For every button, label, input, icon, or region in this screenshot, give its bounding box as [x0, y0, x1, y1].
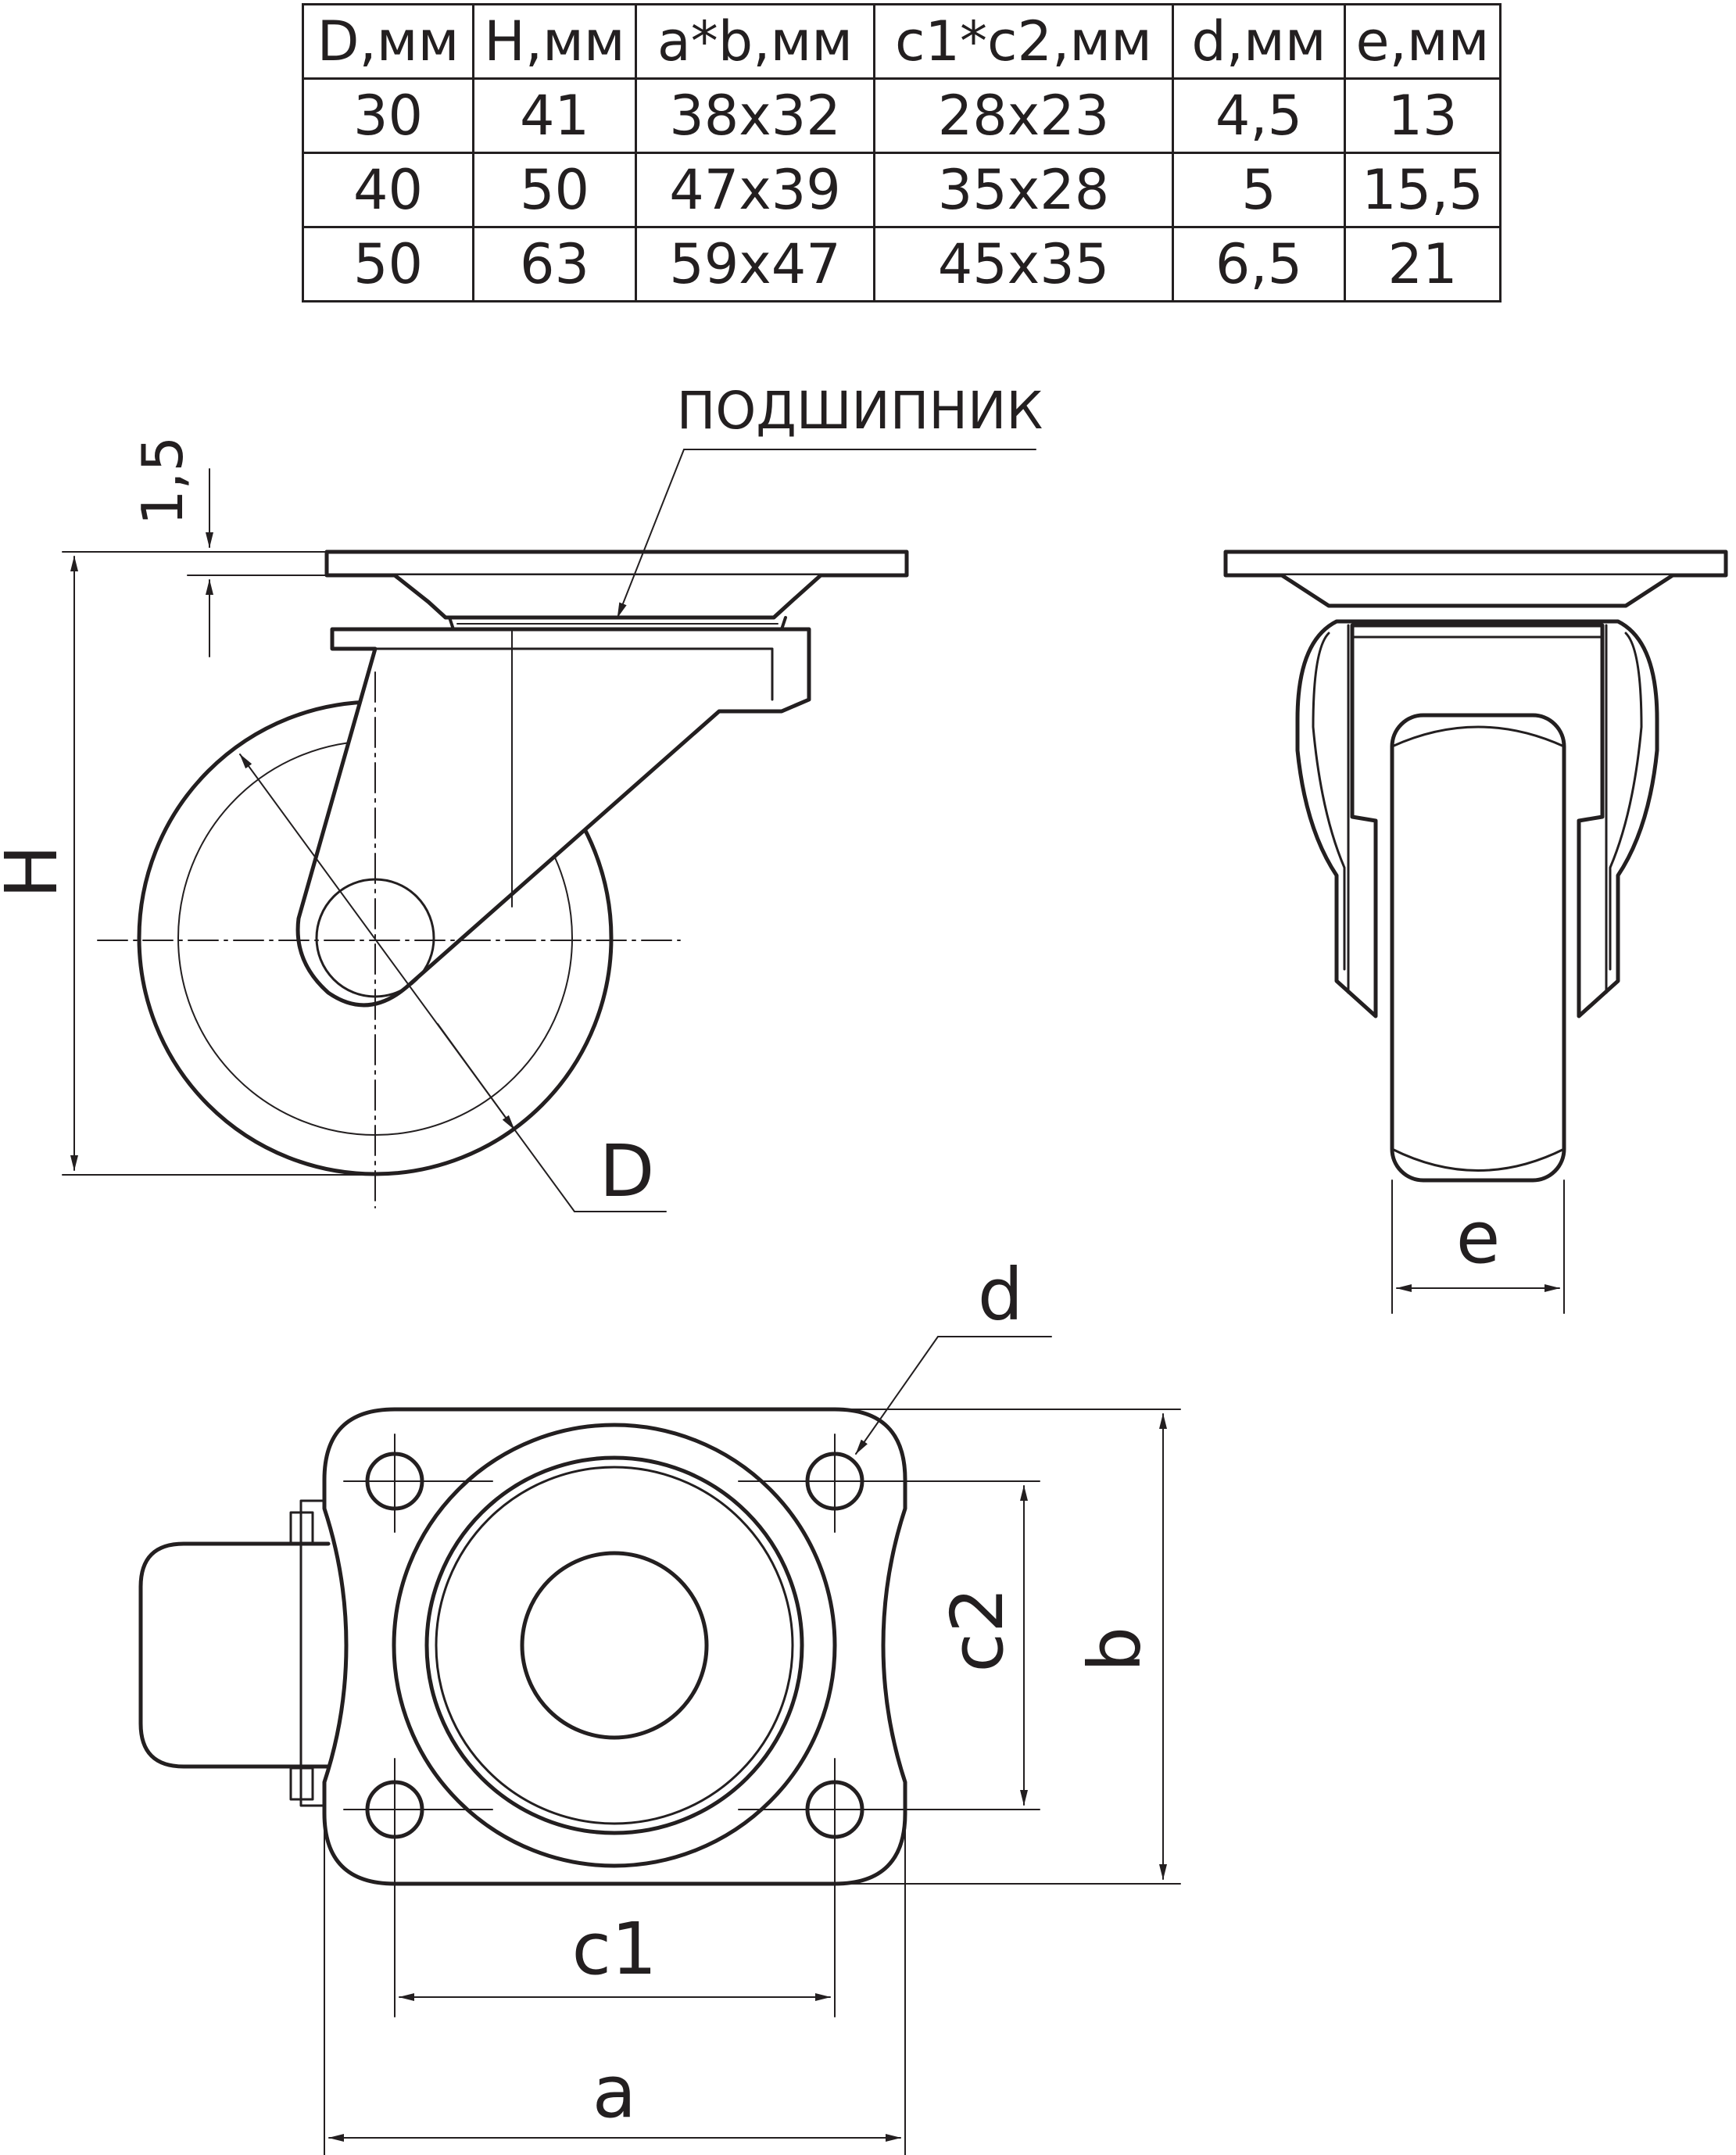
spec-table-header-row: D,мм H,мм a*b,мм c1*c2,мм d,мм e,мм [302, 3, 1502, 80]
height-label: H [0, 844, 73, 898]
table-cell: 6,5 [1172, 226, 1346, 302]
front-wheel-top-curve [1391, 725, 1566, 748]
front-fork-outer [1295, 619, 1659, 1018]
diameter-label: D [600, 1129, 655, 1213]
top-view [138, 1336, 1181, 2155]
bearing-label: ПОДШИПНИК [677, 381, 1043, 441]
hole-span-y-label: c2 [936, 1587, 1019, 1672]
top-fork-tab-upper [289, 1511, 314, 1545]
front-top-plate [1223, 549, 1728, 578]
housing-outer-ring [392, 1423, 837, 1868]
top-wheel [138, 1541, 331, 1769]
col-header-d-hole: d,мм [1172, 3, 1346, 80]
table-cell: 13 [1344, 77, 1502, 154]
table-cell: 50 [302, 226, 474, 302]
table-cell: 45x35 [873, 226, 1174, 302]
hole-span-x-label: c1 [571, 1907, 657, 1991]
spec-table: D,мм H,мм a*b,мм c1*c2,мм d,мм e,мм 30 4… [302, 3, 1502, 302]
table-cell: 50 [472, 152, 637, 228]
table-cell: 35x28 [873, 152, 1174, 228]
plate-b-label: b [1073, 1627, 1157, 1672]
col-header-d-diameter: D,мм [302, 3, 474, 80]
col-header-c1xc2: c1*c2,мм [873, 3, 1174, 80]
col-header-h: H,мм [472, 3, 637, 80]
fork-inner-edge [374, 647, 774, 701]
side-view [62, 449, 1036, 1212]
table-cell: 59x47 [635, 226, 875, 302]
diameter-dimension-line [239, 754, 575, 1212]
table-cell: 30 [302, 77, 474, 154]
hole-leader-diagonal [855, 1336, 939, 1455]
table-row: 30 41 38x32 28x23 4,5 13 [302, 77, 1502, 154]
bearing-leader-diagonal [617, 449, 685, 618]
plate-a-label: a [592, 2050, 636, 2134]
front-view [1223, 549, 1728, 1314]
table-cell: 28x23 [873, 77, 1174, 154]
front-wheel [1390, 713, 1566, 1183]
top-fork-bracket [299, 1499, 330, 1807]
front-fork-inner [1312, 632, 1643, 971]
table-cell: 41 [472, 77, 637, 154]
table-cell: 40 [302, 152, 474, 228]
col-header-axb: a*b,мм [635, 3, 875, 80]
table-cell: 63 [472, 226, 637, 302]
col-header-e: e,мм [1344, 3, 1502, 80]
top-plate [324, 549, 909, 578]
table-cell: 47x39 [635, 152, 875, 228]
front-swivel-housing [1280, 573, 1675, 608]
kingpin-circle [520, 1551, 709, 1740]
table-cell: 15,5 [1344, 152, 1502, 228]
hole-label: d [978, 1253, 1023, 1337]
diameter-arrow-end [437, 1023, 515, 1130]
housing-middle-ring [424, 1455, 804, 1835]
front-wheel-bottom-curve [1391, 1147, 1566, 1172]
table-row: 50 63 59x47 45x35 6,5 21 [302, 226, 1502, 302]
swivel-housing [392, 573, 823, 620]
top-fork-tab-lower [289, 1767, 314, 1801]
plate-gap-label: 1,5 [130, 436, 195, 526]
table-cell: 5 [1172, 152, 1346, 228]
housing-inner-ring [435, 1466, 794, 1825]
table-cell: 4,5 [1172, 77, 1346, 154]
hole-centerlines [343, 1434, 1040, 1861]
table-row: 40 50 47x39 35x28 5 15,5 [302, 152, 1502, 228]
width-label: e [1456, 1196, 1501, 1280]
table-cell: 21 [1344, 226, 1502, 302]
table-cell: 38x32 [635, 77, 875, 154]
